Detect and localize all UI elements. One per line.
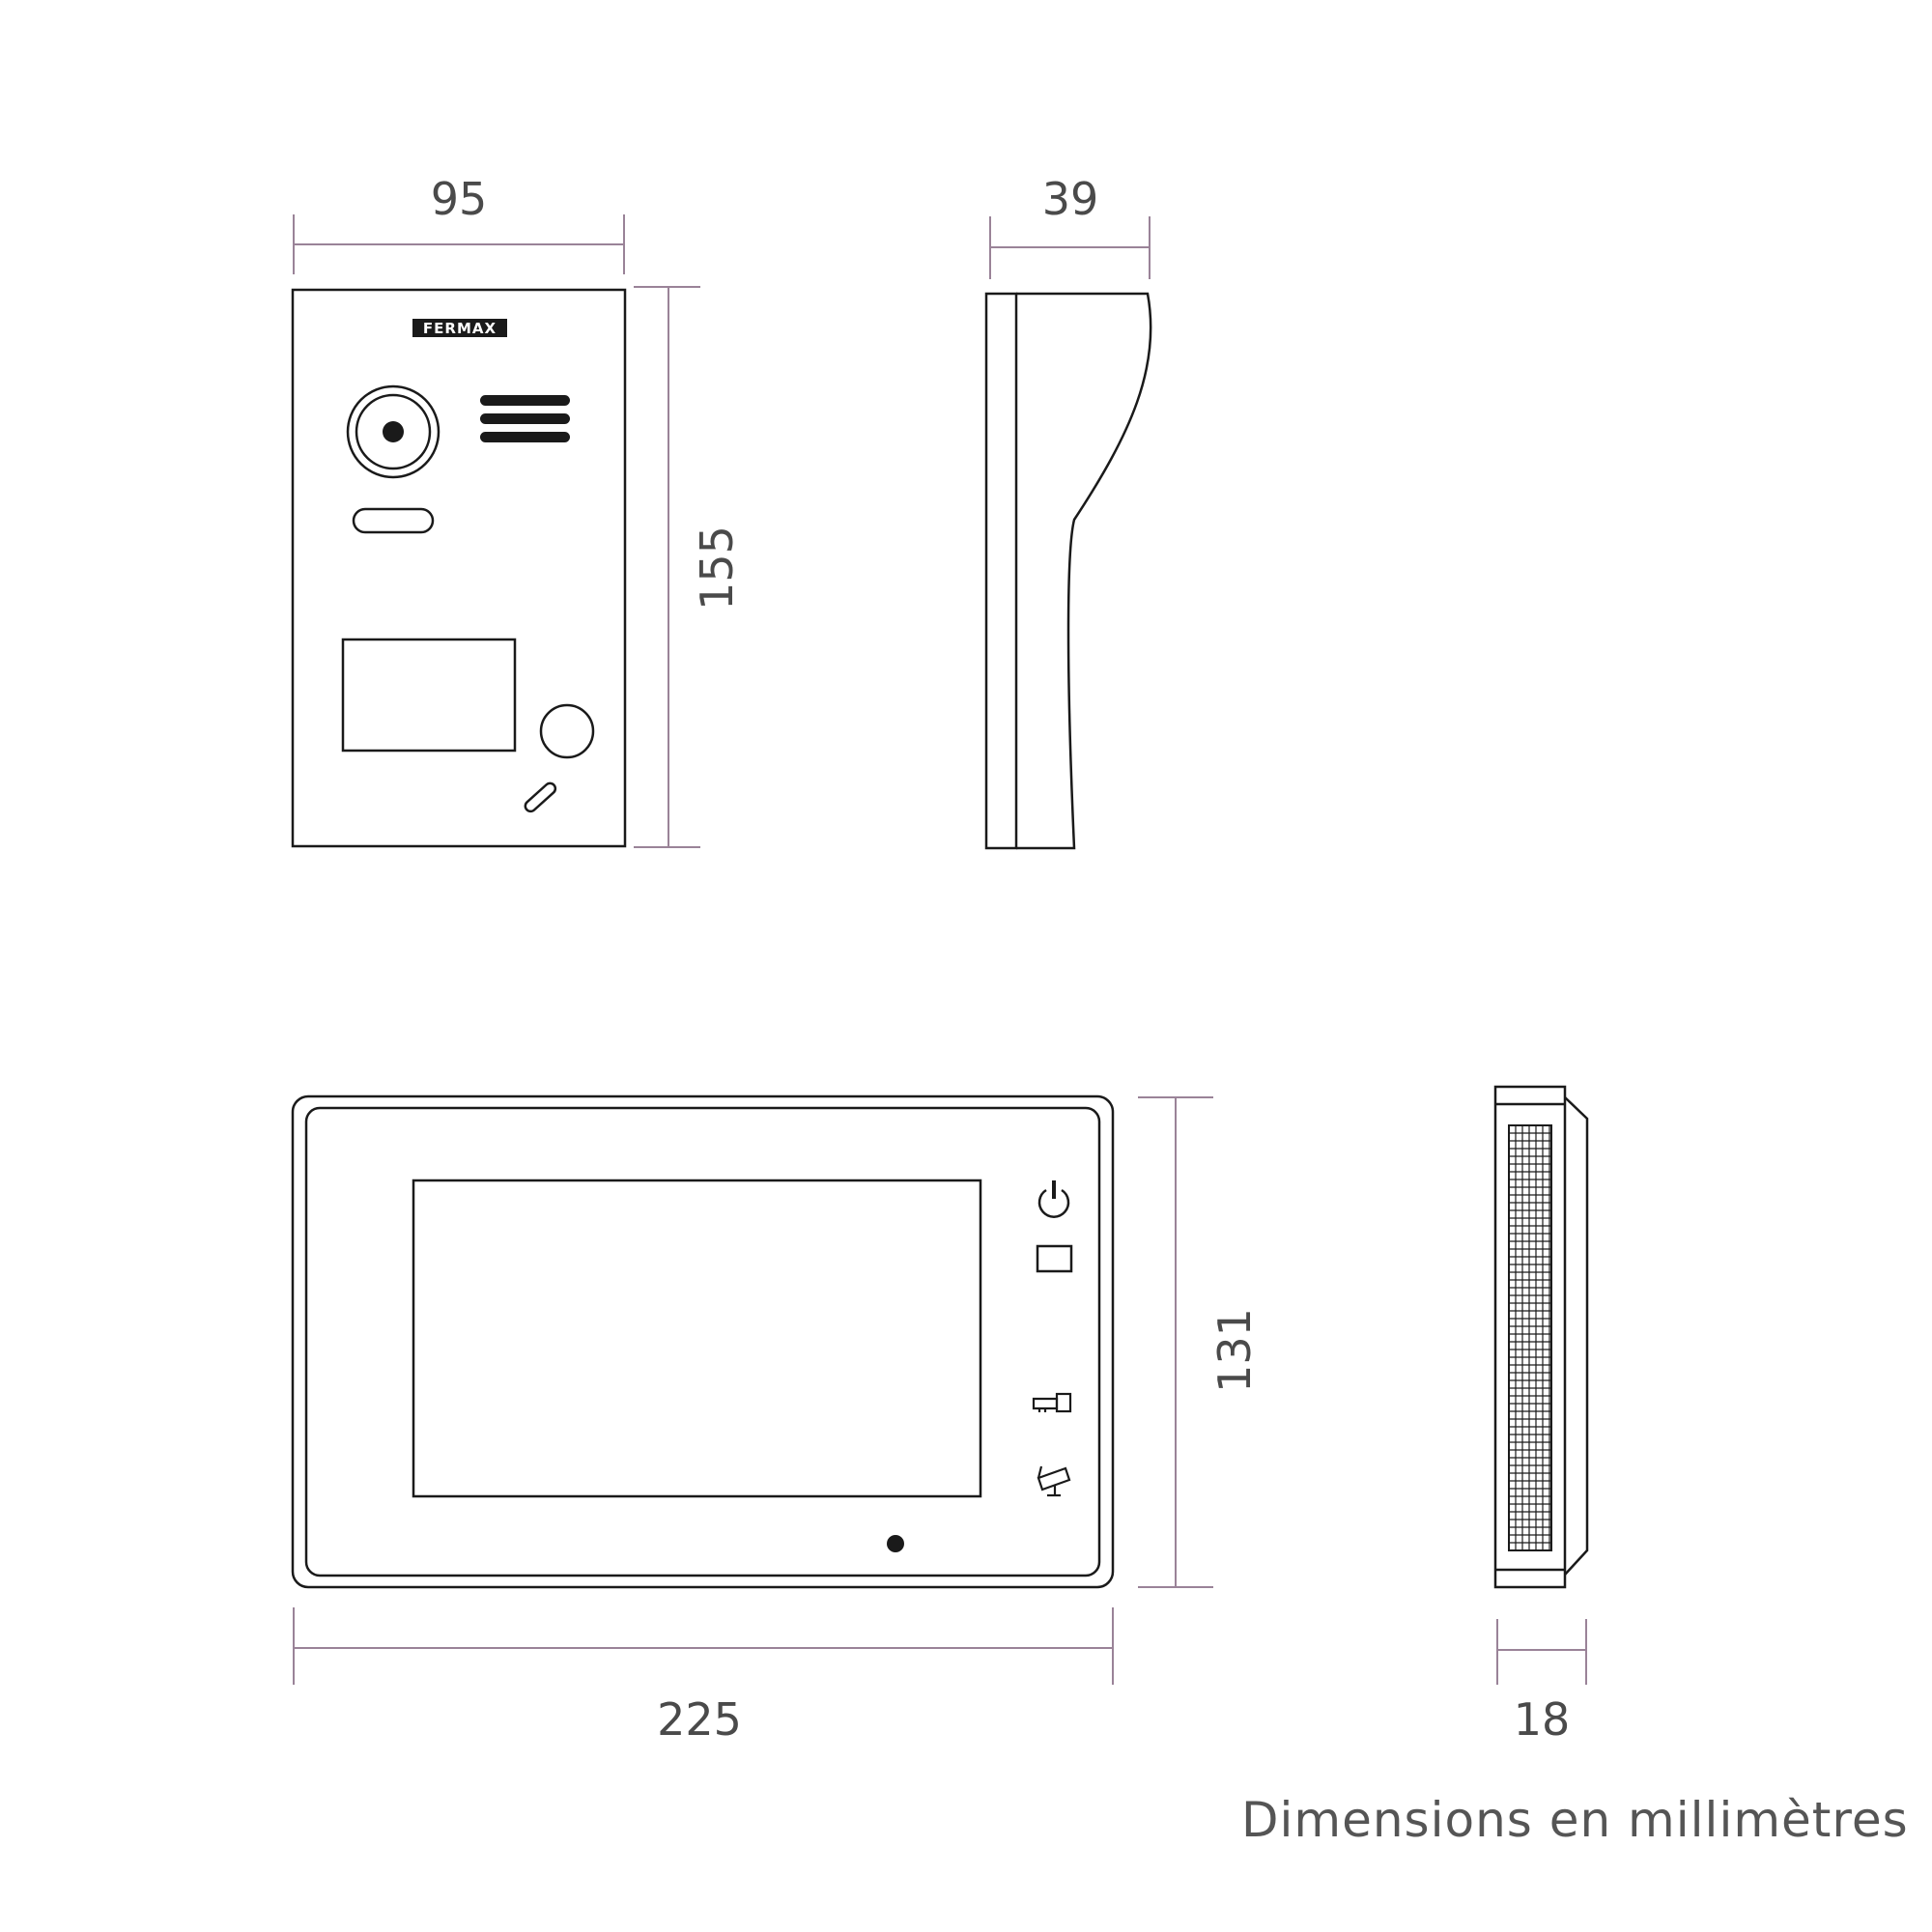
dim-panel-width: [293, 214, 625, 274]
side-profile: [1016, 292, 1152, 850]
monitor-side-bezel: [1564, 1096, 1589, 1576]
speaker-grille-mesh: [1509, 1125, 1551, 1550]
monitor-side-grille: [1508, 1124, 1552, 1551]
dim-monitor-height: [1138, 1096, 1213, 1588]
monitor-mic: [887, 1535, 904, 1552]
mic-slot: [352, 507, 435, 534]
door-panel-side: [984, 292, 1152, 850]
power-icon: [1037, 1180, 1070, 1218]
panel-outline: [291, 288, 627, 848]
label-monitor-height: 131: [1208, 1308, 1261, 1393]
label-panel-width: 95: [431, 173, 488, 225]
monitor-side: [1493, 1085, 1589, 1589]
dim-monitor-depth: [1496, 1619, 1587, 1685]
speaker-slot-2: [480, 413, 570, 424]
dim-monitor-width: [293, 1607, 1114, 1685]
call-button: [539, 703, 595, 759]
monitor-screen: [412, 1179, 982, 1498]
speaker-slot-1: [480, 395, 570, 406]
indicator-led: [524, 781, 557, 813]
label-monitor-depth: 18: [1514, 1693, 1571, 1746]
units-caption: Dimensions en millimètres: [1241, 1792, 1909, 1848]
camera-lens-inner: [355, 393, 432, 470]
dim-panel-height: [634, 286, 700, 848]
monitor-side-body: [1493, 1085, 1567, 1589]
label-monitor-width: 225: [657, 1693, 742, 1746]
speaker-slot-3: [480, 432, 570, 442]
side-back-plate: [984, 292, 1018, 850]
name-card: [341, 638, 517, 753]
fermax-logo: FERMAX: [423, 320, 497, 337]
camera-lens-center: [383, 421, 404, 442]
label-panel-height: 155: [691, 526, 743, 611]
monitor-inner-frame: [304, 1106, 1101, 1577]
key-icon: [1032, 1392, 1072, 1413]
camera-icon: [1037, 1465, 1071, 1497]
square-menu-icon: [1036, 1244, 1073, 1273]
fermax-logo-box: [412, 319, 507, 337]
dim-panel-depth: [989, 216, 1151, 279]
camera-lens-outer: [346, 384, 440, 479]
label-panel-depth: 39: [1042, 173, 1099, 225]
door-panel-front: FERMAX: [291, 288, 627, 848]
monitor-front: [291, 1094, 1115, 1589]
monitor-outer-frame: [291, 1094, 1115, 1589]
